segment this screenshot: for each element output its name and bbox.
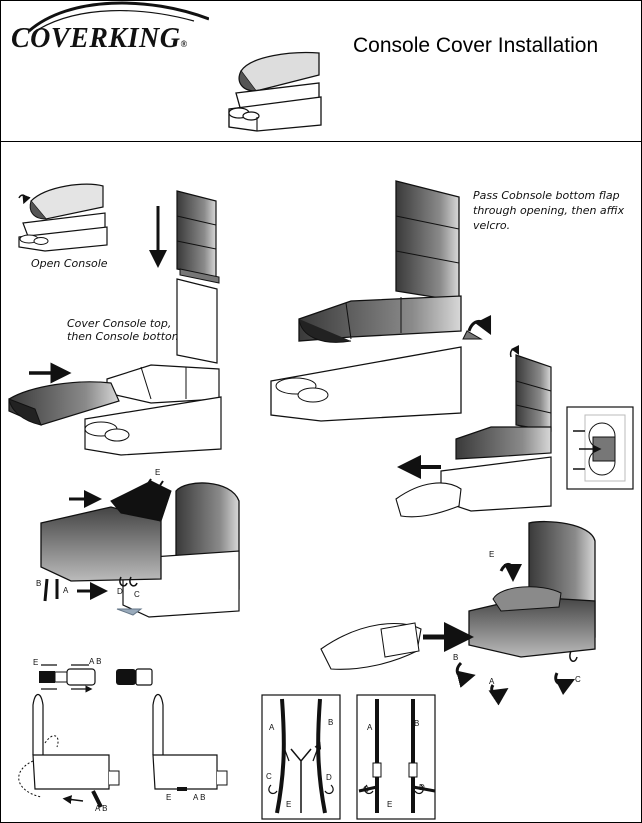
header-console-illustration [228, 51, 322, 132]
caption-pass-line1: Pass Cobnsole bottom flap [473, 189, 620, 202]
buckle-detail-drawing [39, 664, 153, 689]
label-b-strap2: B [414, 719, 420, 728]
header: COVERKING® Console Cover Installation [1, 1, 641, 142]
label-b-right: B [453, 653, 459, 662]
step-cover-console-drawing [8, 278, 222, 456]
step-finished-console-drawing [395, 344, 552, 518]
caption-cover-line1: Cover Console top, [67, 317, 172, 330]
label-b-left: B [36, 579, 42, 588]
step-open-console-drawing [18, 183, 108, 252]
caption-pass-line2: through opening, then affix [473, 204, 625, 217]
logo-swoosh-icon [28, 1, 209, 33]
seat-base-cover-drawing [40, 478, 240, 618]
brand-registered-mark: ® [180, 39, 188, 49]
seat-profile-drawings [18, 693, 228, 808]
page-title: Console Cover Installation [353, 34, 599, 57]
label-e-top: E [155, 468, 161, 477]
caption-cover-line2: then Console bottom. [67, 330, 186, 343]
caption-open-console: Open Console [31, 257, 108, 270]
velcro-detail-box [566, 406, 634, 490]
label-ab-profile1: A B [95, 804, 108, 813]
brand-name: COVERKING [11, 23, 181, 54]
label-ab-buckle: A B [89, 657, 102, 666]
strap-detail-box-right [356, 694, 436, 820]
label-a-left: A [63, 586, 69, 595]
label-b-strap1: B [328, 718, 334, 727]
label-a-strap2: A [367, 723, 373, 732]
label-e-profile2: E [166, 793, 172, 802]
label-e-right: E [489, 550, 495, 559]
label-c-strap2: C [363, 785, 369, 794]
caption-pass-line3: velcro. [473, 219, 511, 232]
label-d-left: D [117, 587, 123, 596]
label-a-right: A [489, 677, 495, 686]
step-pass-flap-drawing [270, 180, 492, 422]
step-lid-cover-drawing [149, 190, 220, 284]
label-d-strap2: D [419, 783, 425, 792]
strap-detail-box-left [261, 694, 341, 820]
label-a-strap1: A [269, 723, 275, 732]
label-c-left: C [134, 590, 140, 599]
label-e-strap1: E [286, 800, 292, 809]
label-ab-profile2: A B [193, 793, 206, 802]
brand-logo: COVERKING® [11, 1, 209, 55]
label-e-buckle: E [33, 658, 39, 667]
label-d-strap1: D [326, 773, 332, 782]
label-c-strap1: C [266, 772, 272, 781]
label-e-strap2: E [387, 800, 393, 809]
label-c-right: C [575, 675, 581, 684]
seat-install-drawing [320, 520, 596, 706]
